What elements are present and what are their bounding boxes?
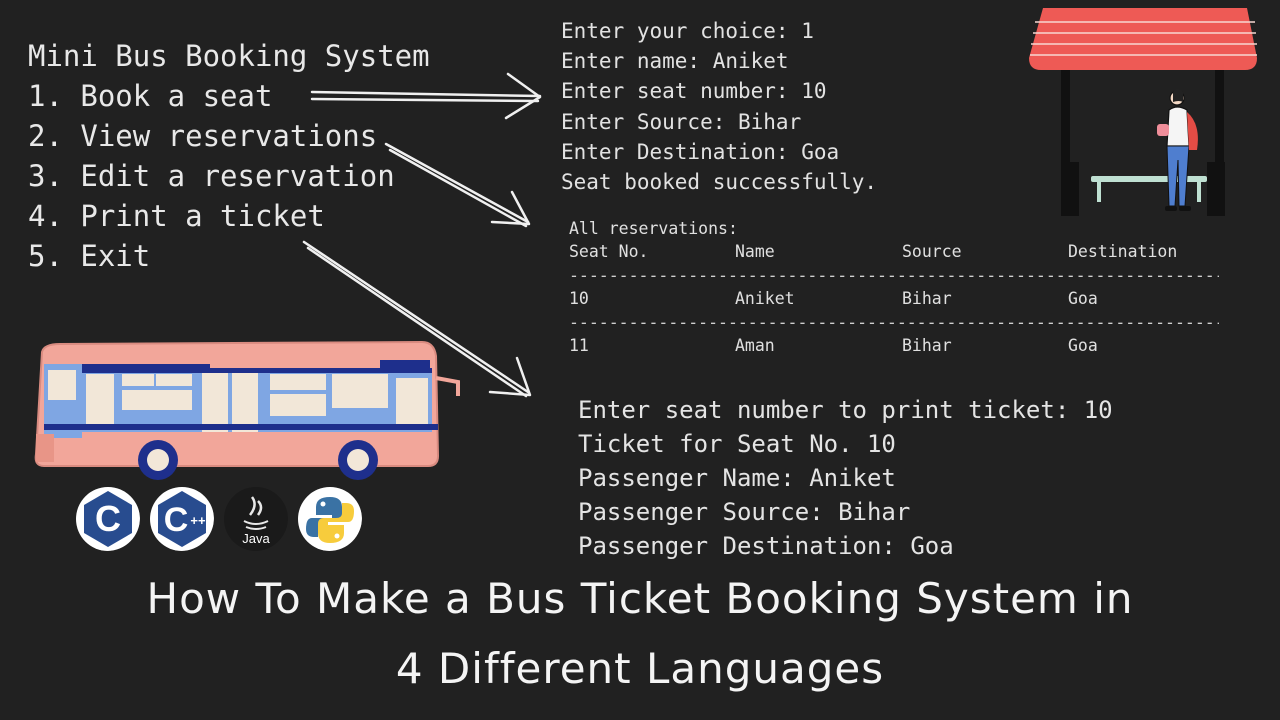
cell-source: Bihar — [902, 336, 952, 355]
svg-text:C: C — [164, 501, 189, 539]
ticket-console-output: Enter seat number to print ticket: 10 Ti… — [578, 393, 1113, 563]
caption-line-2: 4 Different Languages — [395, 644, 885, 693]
ticket-line-prompt: Enter seat number to print ticket: 10 — [578, 396, 1113, 424]
table-separator: ----------------------------------------… — [569, 313, 1219, 332]
arrow-book-seat-icon — [310, 72, 542, 120]
booking-line-source: Enter Source: Bihar — [561, 109, 802, 134]
arrow-print-ticket-icon — [302, 240, 532, 398]
main-menu: Mini Bus Booking System 1. Book a seat 2… — [28, 36, 430, 276]
menu-item-book-seat: 1. Book a seat — [28, 79, 273, 113]
booking-line-seat: Enter seat number: 10 — [561, 79, 827, 104]
bus-illustration — [34, 340, 460, 480]
table-row: 10 Aniket Bihar Goa — [569, 287, 1219, 311]
svg-text:Java: Java — [242, 531, 270, 546]
shelter-post-right — [1215, 68, 1224, 216]
cell-name: Aman — [735, 336, 775, 355]
java-logo-icon: Java — [222, 485, 288, 555]
table-row: 11 Aman Bihar Goa — [569, 334, 1219, 358]
bus-stop-illustration — [1029, 8, 1257, 216]
svg-text:++: ++ — [190, 513, 206, 528]
header-seat-no: Seat No. — [569, 242, 649, 261]
person-icon — [1157, 89, 1198, 211]
menu-item-print-ticket: 4. Print a ticket — [28, 199, 325, 233]
booking-line-choice: Enter your choice: 1 — [561, 19, 814, 43]
menu-item-exit: 5. Exit — [28, 239, 151, 273]
menu-title: Mini Bus Booking System — [28, 39, 430, 73]
table-separator: ----------------------------------------… — [569, 266, 1219, 285]
cell-destination: Goa — [1068, 289, 1098, 308]
menu-item-edit-reservation: 3. Edit a reservation — [28, 159, 395, 193]
caption-line-1: How To Make a Bus Ticket Booking System … — [146, 574, 1134, 623]
header-destination: Destination — [1068, 242, 1178, 261]
ticket-line-seat: Ticket for Seat No. 10 — [578, 430, 896, 458]
reservations-header-row: Seat No. Name Source Destination — [569, 240, 1219, 264]
menu-item-view-reservations: 2. View reservations — [28, 119, 378, 153]
cell-seat: 11 — [569, 336, 589, 355]
reservations-title: All reservations: — [569, 219, 738, 238]
booking-line-success: Seat booked successfully. — [561, 170, 878, 195]
booking-console-output: Enter your choice: 1 Enter name: Aniket … — [561, 16, 877, 197]
shelter-roof — [1029, 8, 1257, 70]
cpp-logo-icon: C ++ — [148, 485, 214, 555]
c-logo-icon: C — [74, 485, 140, 555]
reservations-output: All reservations: Seat No. Name Source D… — [569, 218, 1219, 358]
cell-seat: 10 — [569, 289, 589, 308]
cell-source: Bihar — [902, 289, 952, 308]
booking-line-destination: Enter Destination: Goa — [561, 139, 840, 164]
python-logo-icon — [296, 485, 362, 555]
ticket-line-name: Passenger Name: Aniket — [578, 464, 896, 492]
ticket-line-destination: Passenger Destination: Goa — [578, 532, 954, 560]
header-name: Name — [735, 242, 775, 261]
bench — [1091, 176, 1207, 182]
ticket-line-source: Passenger Source: Bihar — [578, 498, 911, 526]
arrow-view-reservations-icon — [384, 142, 531, 228]
cell-destination: Goa — [1068, 336, 1098, 355]
header-source: Source — [902, 242, 962, 261]
shelter-post-left — [1061, 68, 1070, 216]
cell-name: Aniket — [735, 289, 795, 308]
svg-text:C: C — [95, 498, 121, 539]
booking-line-name: Enter name: Aniket — [561, 49, 789, 74]
